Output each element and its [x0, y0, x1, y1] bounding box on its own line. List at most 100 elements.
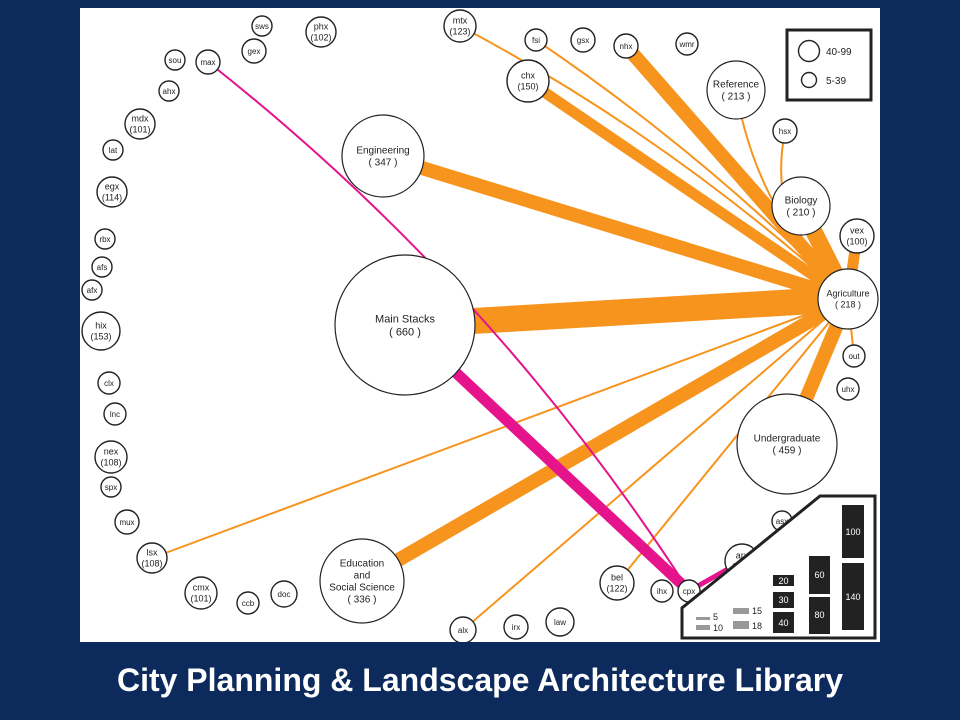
node-count-biology: ( 210 ): [787, 208, 816, 219]
node-label-line-afx: afx: [87, 286, 98, 295]
node-label-sws: sws: [255, 22, 269, 31]
node-count-mdx: (101): [129, 125, 150, 135]
node-sou: sou: [164, 49, 186, 71]
node-label-line-fsi: fsi: [532, 36, 540, 45]
node-count-vex: (100): [846, 237, 867, 247]
node-label-line-hsx: hsx: [779, 127, 791, 136]
legend-bar-label-20: 20: [778, 576, 788, 586]
node-circle-alx: [449, 616, 477, 642]
node-label-line-sws: sws: [255, 22, 269, 31]
node-circle-sws: [251, 15, 273, 37]
legend-swatch-15: [733, 608, 749, 614]
node-label-out: out: [848, 352, 860, 361]
node-nhx: nhx: [613, 33, 639, 59]
node-circle-uhx: [836, 377, 860, 401]
node-label-agriculture: Agriculture( 218 ): [826, 289, 869, 310]
node-count-phx: (102): [310, 33, 331, 43]
node-doc: doc: [270, 580, 298, 608]
node-label-line-law: law: [554, 618, 566, 627]
node-label-line-main: Main Stacks: [375, 313, 435, 325]
node-label-line-clx: clx: [104, 379, 114, 388]
link-weight-legend: 5 10 15 18 20 30 40 60 80 100: [680, 494, 877, 640]
node-gsx: gsx: [570, 27, 596, 53]
legend-bar-100: [842, 505, 864, 558]
node-label-uhx: uhx: [842, 385, 855, 394]
node-afs: afs: [91, 256, 113, 278]
node-circle-afs: [91, 256, 113, 278]
node-label-law: law: [554, 618, 566, 627]
node-circle-spx: [100, 476, 122, 498]
node-law: law: [545, 607, 575, 637]
node-label-lsx: lsx(108): [141, 548, 162, 569]
node-label-ccb: ccb: [242, 599, 255, 608]
legend-label-large: 40-99: [826, 47, 852, 58]
node-count-engineering: ( 347 ): [369, 158, 398, 169]
node-label-phx: phx(102): [310, 22, 331, 43]
node-circle-nhx: [613, 33, 639, 59]
node-label-sou: sou: [169, 56, 182, 65]
node-label-engineering: Engineering( 347 ): [356, 146, 409, 169]
node-label-line-out: out: [848, 352, 860, 361]
node-fsi: fsi: [524, 28, 548, 52]
node-circle-ahx: [158, 80, 180, 102]
node-label-line-education: Social Science: [329, 583, 395, 594]
node-label-line-ihx: ihx: [657, 587, 667, 596]
node-label-line-engineering: Engineering: [356, 146, 409, 157]
node-circle-egx: [96, 176, 128, 208]
node-label-max: max: [200, 58, 215, 67]
node-ahx: ahx: [158, 80, 180, 102]
node-nex: nex(108): [94, 440, 128, 474]
node-label-nex: nex(108): [100, 447, 121, 468]
node-count-mtx: (123): [449, 27, 470, 37]
legend-bar-label-40: 40: [778, 618, 788, 628]
legend-bar-30: [773, 592, 794, 608]
node-label-line-irx: irx: [512, 623, 520, 632]
legend-label-5: 5: [713, 612, 718, 622]
node-phx: phx(102): [305, 16, 337, 48]
node-mdx: mdx(101): [124, 108, 156, 140]
node-circle-vex: [839, 218, 875, 254]
node-undergraduate: Undergraduate( 459 ): [736, 393, 838, 495]
node-label-reference: Reference( 213 ): [713, 80, 760, 103]
node-circle-undergraduate: [736, 393, 838, 495]
node-label-line-gex: gex: [248, 47, 261, 56]
node-afx: afx: [81, 279, 103, 301]
node-label-spx: spx: [105, 483, 117, 492]
node-circle-mtx: [443, 9, 477, 43]
node-alx: alx: [449, 616, 477, 642]
node-label-afs: afs: [97, 263, 108, 272]
node-circle-reference: [706, 60, 766, 120]
node-count-nex: (108): [100, 458, 121, 468]
node-label-mux: mux: [119, 518, 134, 527]
node-vex: vex(100): [839, 218, 875, 254]
legend-label-18: 18: [752, 621, 762, 631]
node-label-egx: egx(114): [102, 182, 122, 203]
legend-bar-20: [773, 575, 794, 586]
node-irx: irx: [503, 614, 529, 640]
node-size-legend: 40-99 5-39: [785, 28, 873, 102]
node-label-main: Main Stacks( 660 ): [375, 313, 435, 338]
legend-bar-label-140: 140: [845, 592, 860, 602]
node-label-line-hix: hix: [95, 321, 107, 331]
node-label-ihx: ihx: [657, 587, 667, 596]
node-label-line-mdx: mdx: [131, 114, 149, 124]
legend-label-15: 15: [752, 606, 762, 616]
legend-bar-label-100: 100: [845, 527, 860, 537]
node-label-cpx: cpx: [683, 587, 695, 596]
node-circle-hix: [81, 311, 121, 351]
node-count-egx: (114): [102, 193, 122, 203]
node-circle-out: [842, 344, 866, 368]
node-circle-bel: [599, 565, 635, 601]
node-lat: lat: [102, 139, 124, 161]
node-circle-clx: [97, 371, 121, 395]
node-circle-education: [319, 538, 405, 624]
node-label-line-egx: egx: [105, 182, 120, 192]
node-circle-agriculture: [817, 268, 879, 330]
node-circle-lsx: [136, 542, 168, 574]
node-label-lnc: lnc: [110, 410, 120, 419]
legend-swatch-10: [696, 625, 710, 630]
node-circle-doc: [270, 580, 298, 608]
